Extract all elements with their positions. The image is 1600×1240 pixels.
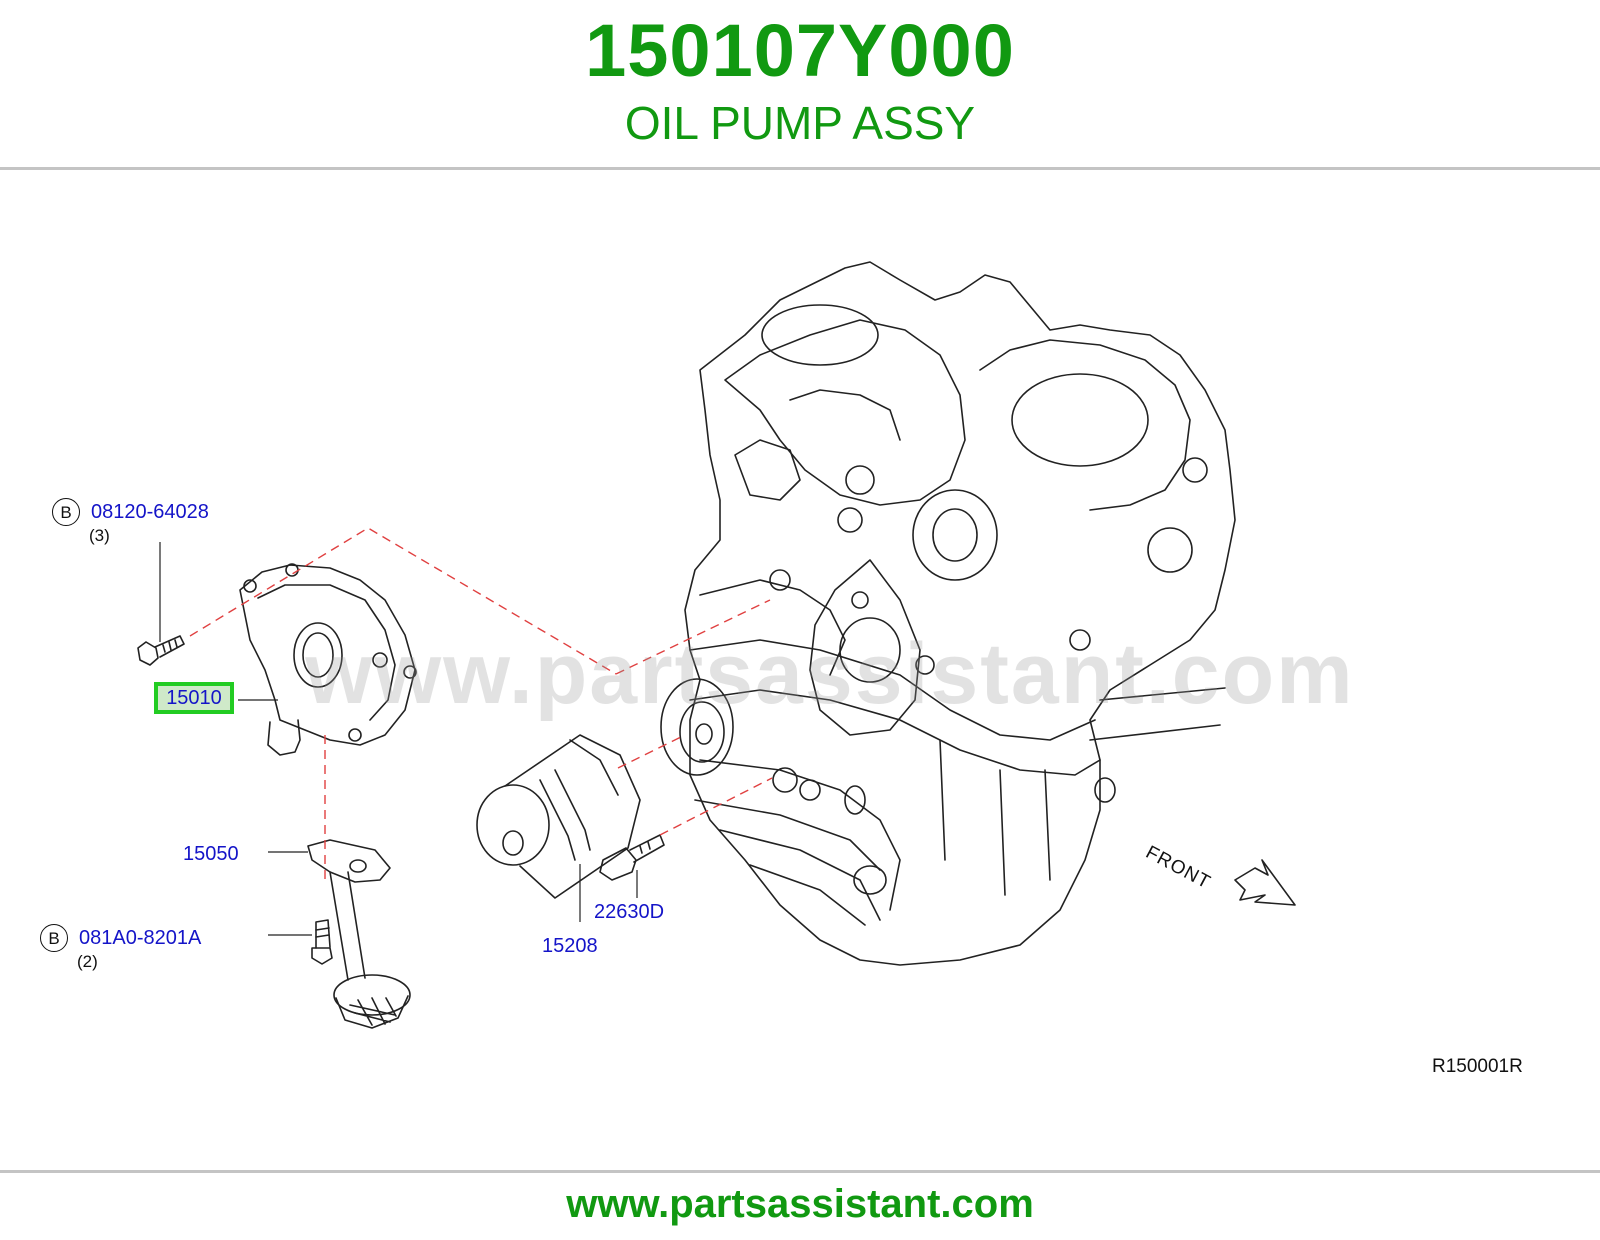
engine-block-drawing [660,261,1236,966]
callout-oil-pump-highlight[interactable]: 15010 [154,682,234,714]
page-header: 150107Y000 OIL PUMP ASSY [0,0,1600,168]
bolt-upper-drawing [137,635,185,666]
callout-oil-pump[interactable]: 15010 [166,687,222,709]
qty-bolt-lower: (2) [77,952,98,971]
pressure-switch-drawing [599,834,665,881]
footer-divider [0,1170,1600,1173]
watermark-text: www.partsassistant.com [305,626,1355,722]
bolt-upper-marker: B [52,498,80,526]
oil-filter-drawing [476,734,641,899]
callout-pressure-switch[interactable]: 22630D [594,901,665,923]
bolt-lower-marker: B [40,924,68,952]
footer-website-link[interactable]: www.partsassistant.com [566,1182,1034,1226]
part-number-title: 150107Y000 [585,9,1015,92]
callout-oil-filter[interactable]: 15208 [542,935,598,957]
qty-bolt-upper: (3) [89,526,110,545]
bolt-lower-drawing [311,919,333,965]
header-divider [0,167,1600,170]
oil-pump-drawing [239,563,417,756]
callout-gasket[interactable]: 15050 [183,843,239,865]
leader-lines [159,542,638,936]
part-name-subtitle: OIL PUMP ASSY [624,97,976,149]
exploded-parts-diagram [137,261,1296,1029]
diagram-reference-code: R150001R [1432,1056,1523,1077]
front-arrow-drawing [1234,859,1296,906]
callout-bolt-upper[interactable]: 08120-64028 [91,501,209,523]
strainer-drawing [307,839,411,1029]
callout-bolt-lower[interactable]: 081A0-8201A [79,927,202,949]
alignment-lines [189,527,773,880]
